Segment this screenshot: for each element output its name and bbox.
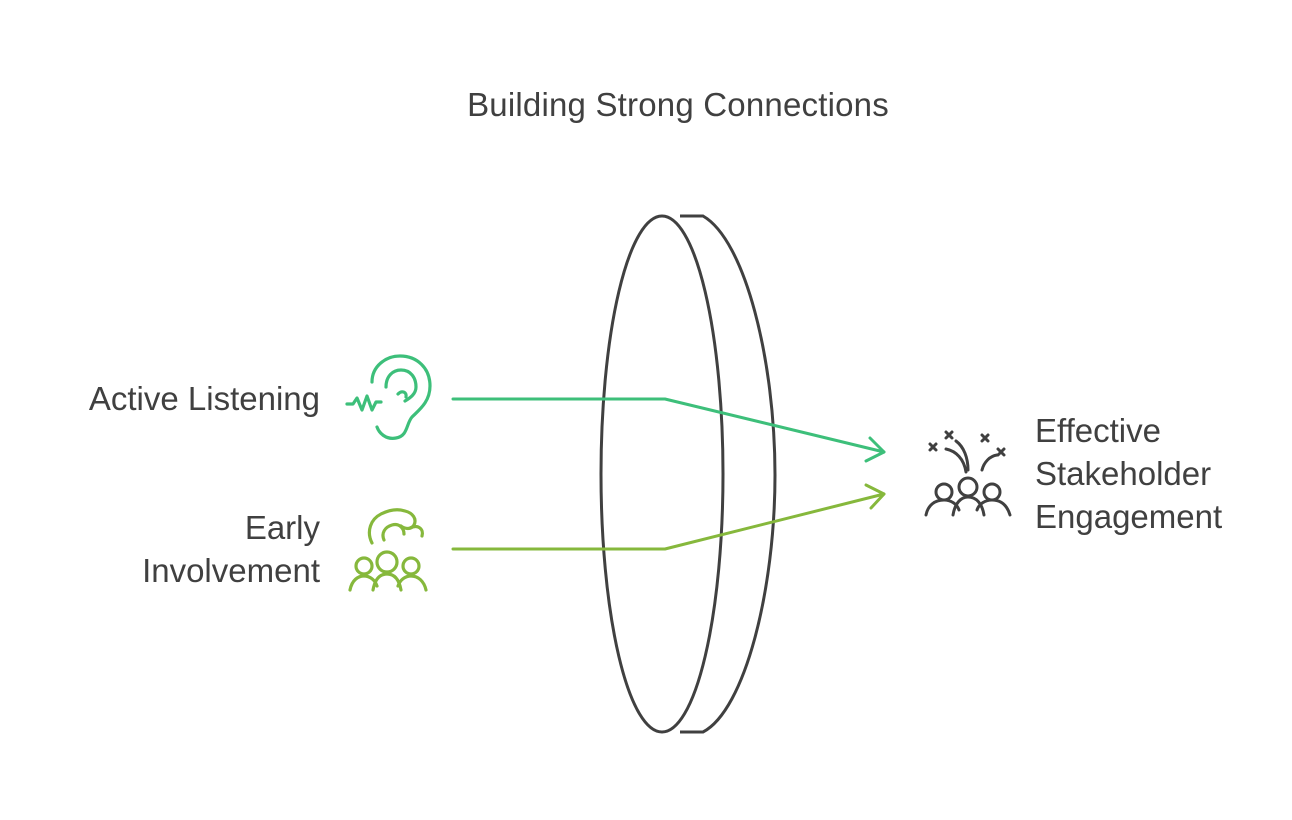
lens-icon [599, 214, 777, 734]
group-hand-icon [348, 508, 428, 592]
diagram-title: Building Strong Connections [467, 86, 889, 123]
label-early-involvement-line-1: Early [244, 509, 320, 546]
label-early-involvement-line-2: Involvement [142, 552, 320, 589]
ear-icon [345, 354, 432, 440]
label-effective-stakeholder-engagement: Effective Stakeholder Engagement [1035, 409, 1285, 538]
output-label-line-2: Stakeholder [1035, 455, 1212, 492]
arrow-early-involvement [451, 483, 886, 551]
label-early-involvement: Early Involvement [40, 506, 320, 592]
label-active-listening: Active Listening [88, 380, 320, 417]
celebrating-group-icon [924, 430, 1012, 517]
output-label-line-1: Effective [1035, 412, 1161, 449]
arrow-active-listening [451, 397, 886, 463]
output-label-line-3: Engagement [1035, 498, 1223, 535]
